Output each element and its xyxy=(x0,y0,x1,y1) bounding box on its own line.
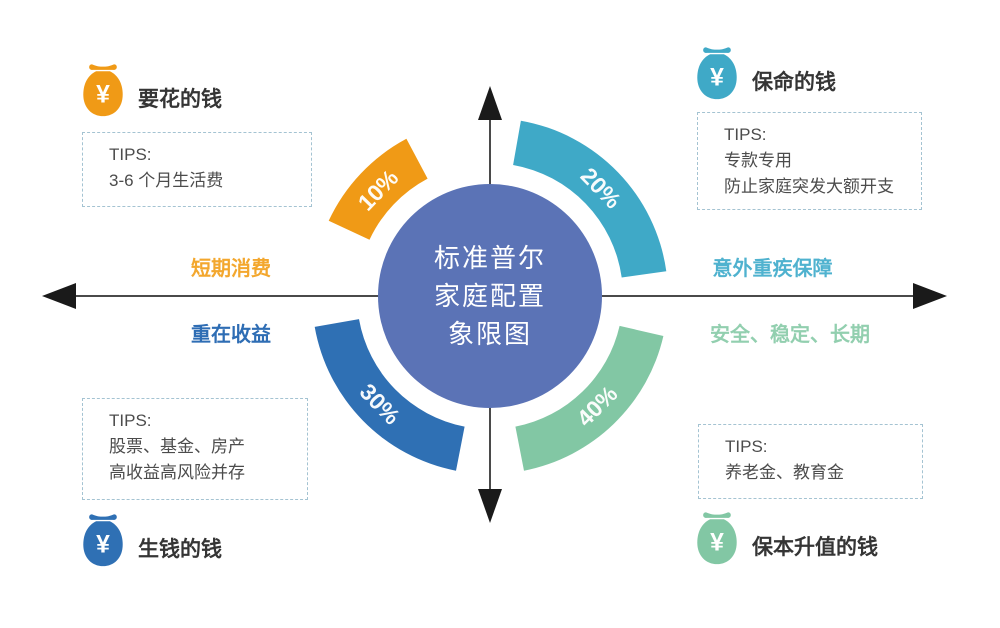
tips-line: 防止家庭突发大额开支 xyxy=(724,177,894,196)
arc-segment-20pct xyxy=(513,120,667,278)
tips-box-preservation: TIPS: 养老金、教育金 xyxy=(698,424,923,499)
center-circle xyxy=(378,184,602,408)
quadrant-label-safe-stable-longterm: 安全、稳定、长期 xyxy=(710,324,870,346)
tips-title: TIPS: xyxy=(109,145,152,164)
tips-box-spending: TIPS: 3-6 个月生活费 xyxy=(82,132,312,207)
arrow-down-icon xyxy=(478,489,502,523)
arc-segment-30pct xyxy=(314,319,465,471)
corner-protection-money: ¥ 保命的钱 xyxy=(695,45,836,102)
bag-label-protection: 保命的钱 xyxy=(752,70,836,94)
money-bag-icon: ¥ xyxy=(83,514,123,567)
arrow-up-icon xyxy=(478,86,502,120)
quadrant-label-accident-protection: 意外重疾保障 xyxy=(712,258,833,280)
title-line: 家庭配置 xyxy=(433,281,546,311)
corner-growth-money: ¥ 生钱的钱 xyxy=(81,512,222,569)
yen-symbol: ¥ xyxy=(96,81,110,108)
bag-label-preservation: 保本升值的钱 xyxy=(752,535,878,559)
money-bag-icon: ¥ xyxy=(697,47,737,100)
money-bag-icon: ¥ xyxy=(83,64,123,117)
corner-preservation-money: ¥ 保本升值的钱 xyxy=(695,510,878,567)
quadrant-label-short-term: 短期消费 xyxy=(191,258,271,280)
tips-line: 3-6 个月生活费 xyxy=(109,171,224,190)
tips-line: 专款专用 xyxy=(724,151,792,170)
tips-box-protection: TIPS: 专款专用 防止家庭突发大额开支 xyxy=(697,112,922,210)
yen-symbol: ¥ xyxy=(96,531,110,558)
tips-line: 股票、基金、房产 xyxy=(109,437,245,456)
tips-line: 养老金、教育金 xyxy=(725,463,844,482)
money-bag-icon: ¥ xyxy=(697,512,737,565)
corner-spending-money: ¥ 要花的钱 xyxy=(81,62,222,119)
arc-segment-10pct xyxy=(328,138,428,240)
tips-title: TIPS: xyxy=(109,411,152,430)
arc-segment-40pct xyxy=(515,325,664,471)
bag-label-spending: 要花的钱 xyxy=(138,87,222,111)
title-line: 象限图 xyxy=(447,319,532,349)
diagram-title: 标准普尔 家庭配置 象限图 xyxy=(380,239,600,353)
arrow-right-icon xyxy=(913,283,947,309)
title-line: 标准普尔 xyxy=(433,243,546,273)
arrow-left-icon xyxy=(42,283,76,309)
tips-line: 高收益高风险并存 xyxy=(109,463,245,482)
tips-box-growth: TIPS: 股票、基金、房产 高收益高风险并存 xyxy=(82,398,308,500)
quadrant-label-income-focus: 重在收益 xyxy=(191,324,271,346)
yen-symbol: ¥ xyxy=(710,64,724,91)
tips-title: TIPS: xyxy=(725,437,768,456)
bag-label-growth: 生钱的钱 xyxy=(138,537,222,561)
tips-title: TIPS: xyxy=(724,125,767,144)
yen-symbol: ¥ xyxy=(710,529,724,556)
